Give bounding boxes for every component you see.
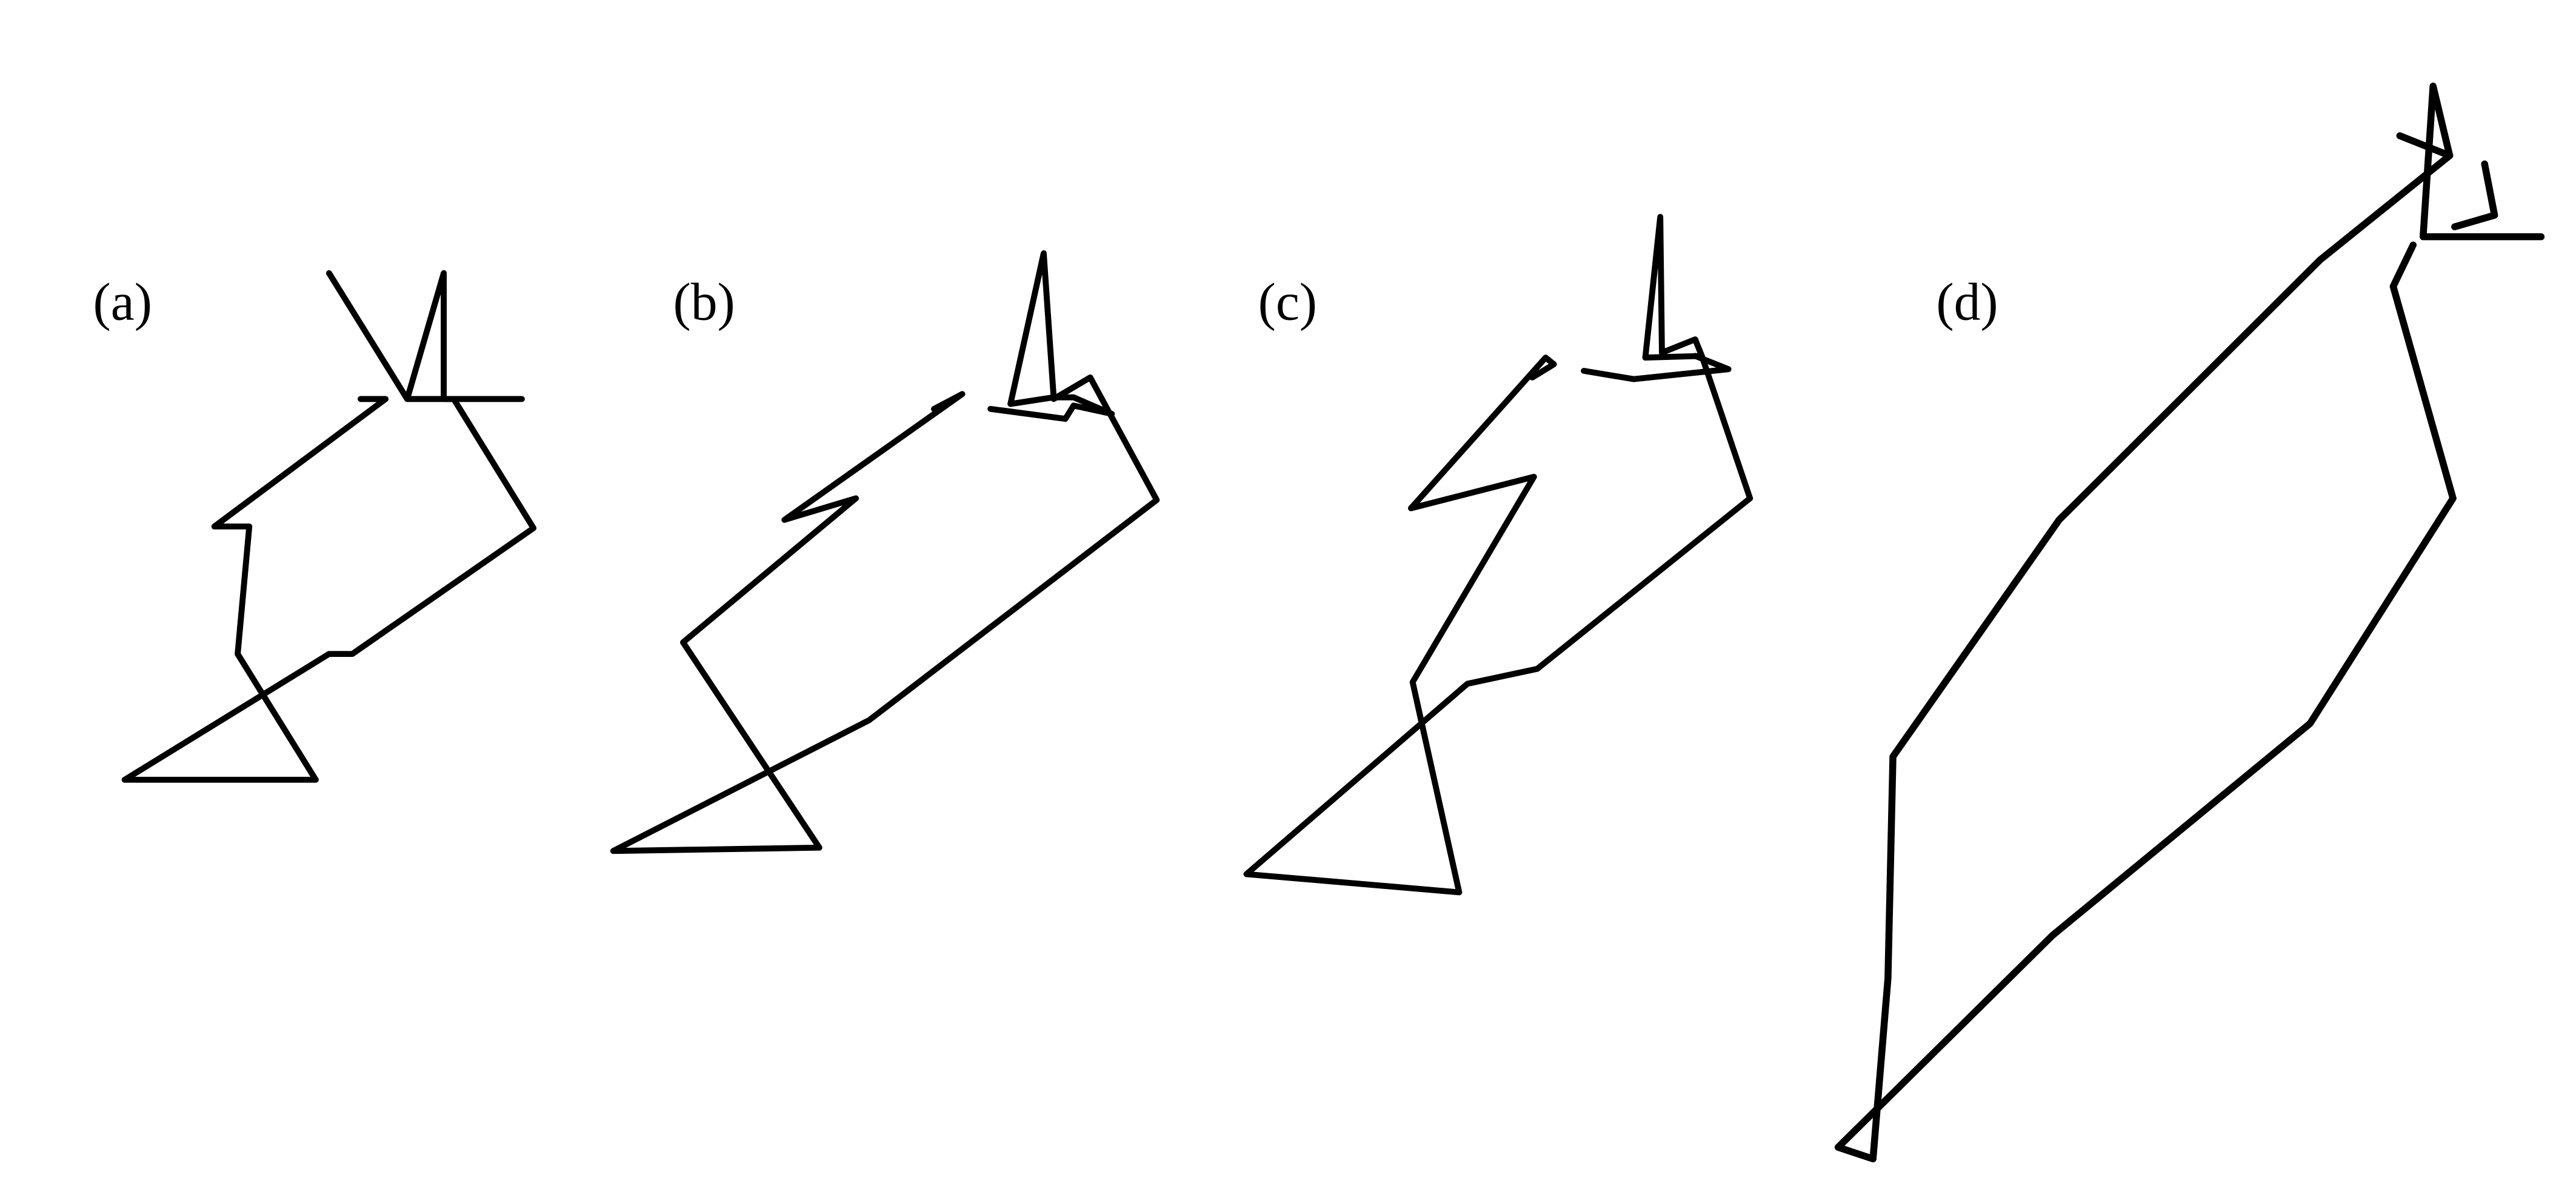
panel-b-label: (b) bbox=[673, 272, 735, 331]
panel-b-path-main bbox=[610, 374, 1160, 854]
panel-d-label: (d) bbox=[1936, 272, 1998, 331]
panel-c-path-flags bbox=[1581, 353, 1732, 382]
panel-a-path-main bbox=[121, 396, 537, 783]
panel-b-path-top bbox=[1007, 250, 1057, 407]
panel-c-label: (c) bbox=[1258, 272, 1317, 331]
panel-a-label: (a) bbox=[93, 272, 152, 331]
panel-b: (b) bbox=[610, 250, 1160, 854]
panel-d-path-top bbox=[2396, 82, 2545, 241]
panel-d: (d) bbox=[1834, 82, 2545, 1163]
panel-c: (c) bbox=[1243, 213, 1753, 896]
panel-b-path-flags bbox=[987, 394, 1115, 422]
panel-d-path-main bbox=[1834, 152, 2457, 1163]
panel-d-path-hook bbox=[2451, 160, 2498, 231]
panel-c-path-top bbox=[1642, 213, 1705, 361]
panel-a-path bbox=[325, 270, 525, 402]
panel-a: (a) bbox=[93, 270, 537, 783]
panel-c-path-main bbox=[1243, 353, 1753, 896]
